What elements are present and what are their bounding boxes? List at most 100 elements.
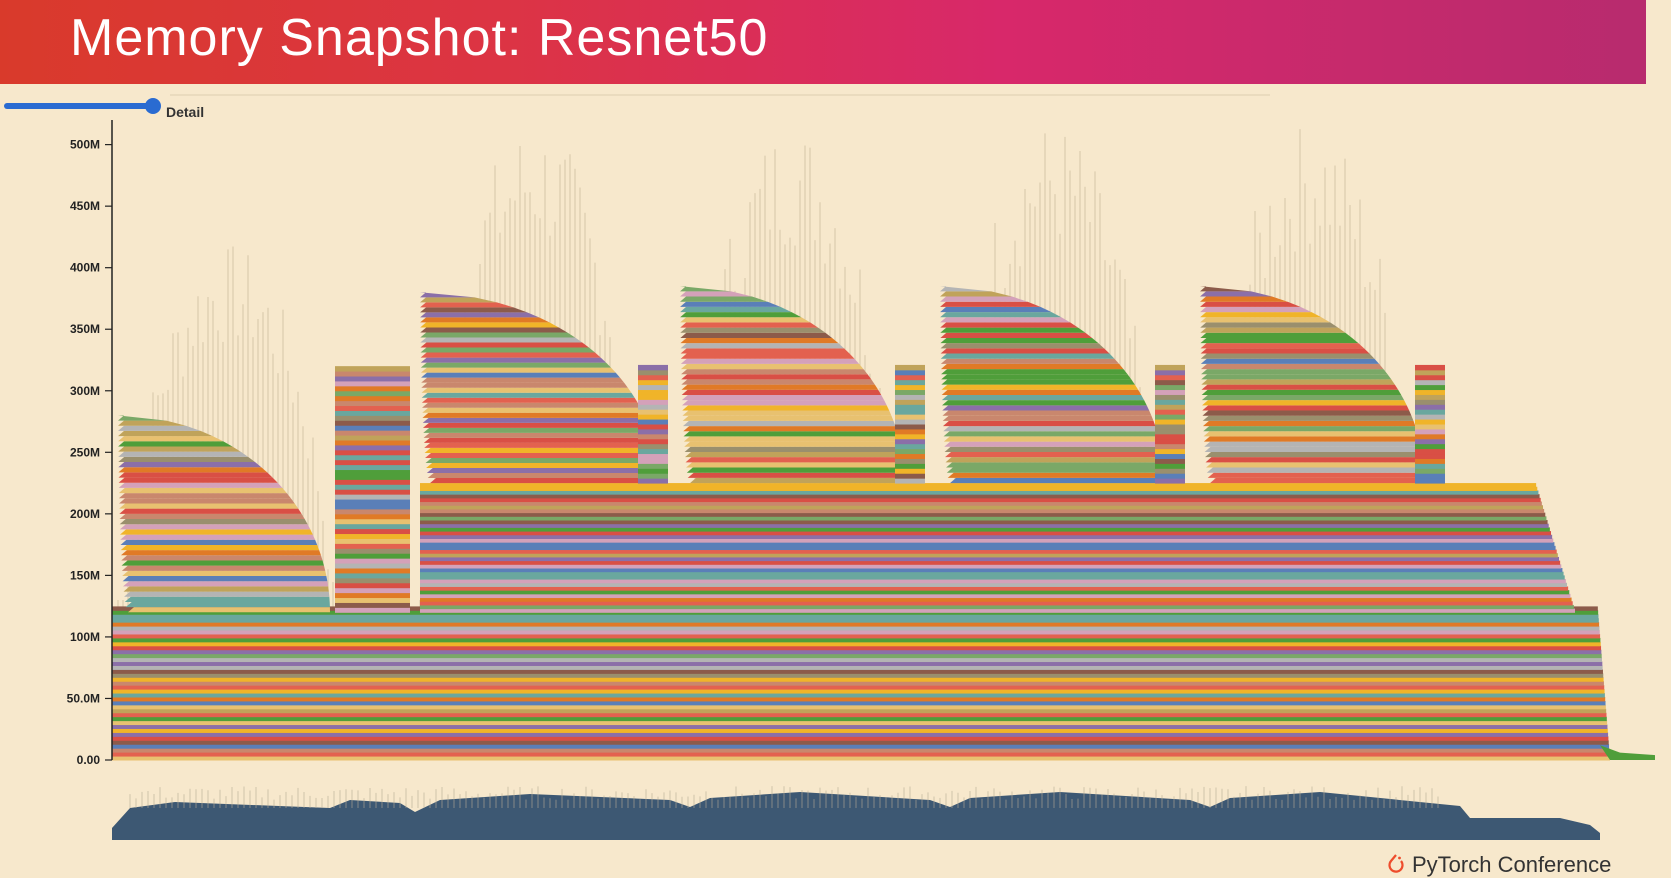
detail-slider-track[interactable] bbox=[4, 103, 154, 109]
activation-band bbox=[335, 469, 410, 475]
activation-band bbox=[335, 553, 410, 559]
activation-band bbox=[638, 473, 668, 479]
activation-band bbox=[1415, 409, 1445, 415]
activation-band bbox=[1155, 458, 1185, 464]
allocation-band bbox=[420, 534, 1553, 539]
activation-band bbox=[1155, 428, 1185, 435]
activation-band bbox=[122, 570, 327, 577]
activation-band bbox=[1155, 379, 1185, 386]
activation-band bbox=[945, 457, 1164, 463]
activation-band bbox=[335, 568, 410, 574]
activation-band bbox=[682, 415, 894, 421]
activation-band bbox=[118, 430, 213, 437]
activation-band bbox=[895, 468, 925, 474]
activation-band bbox=[335, 430, 410, 436]
activation-band bbox=[335, 543, 410, 549]
activation-band bbox=[1415, 419, 1445, 425]
activation-band bbox=[895, 458, 925, 464]
activation-band bbox=[681, 379, 875, 385]
activation-band bbox=[1155, 369, 1185, 376]
allocation-stacks[interactable] bbox=[112, 286, 1655, 761]
activation-band bbox=[680, 358, 860, 364]
activation-band bbox=[895, 428, 925, 435]
allocation-band bbox=[112, 626, 1600, 631]
activation-band bbox=[638, 438, 668, 445]
activation-band bbox=[680, 322, 819, 328]
activation-band bbox=[638, 453, 668, 459]
activation-band bbox=[118, 456, 255, 463]
activation-band bbox=[680, 296, 768, 302]
allocation-band bbox=[112, 661, 1603, 666]
activation-band bbox=[941, 394, 1145, 401]
activation-band bbox=[895, 414, 925, 420]
activation-band bbox=[420, 352, 601, 358]
activation-band bbox=[423, 432, 654, 438]
title-bar-edge bbox=[1646, 0, 1671, 84]
activation-band bbox=[681, 389, 882, 395]
allocation-band bbox=[112, 645, 1602, 651]
allocation-band bbox=[420, 564, 1562, 569]
activation-band bbox=[335, 479, 410, 485]
activation-band bbox=[422, 422, 650, 428]
activation-band bbox=[638, 374, 668, 381]
activation-band bbox=[1155, 404, 1185, 410]
activation-band bbox=[119, 498, 295, 504]
activation-band bbox=[895, 463, 925, 469]
allocation-band bbox=[420, 531, 1551, 536]
activation-band bbox=[335, 395, 410, 402]
activation-band bbox=[1155, 364, 1185, 371]
activation-band bbox=[420, 337, 583, 343]
activation-band bbox=[687, 472, 905, 478]
activation-band bbox=[680, 291, 753, 297]
activation-band bbox=[335, 513, 410, 520]
activation-band bbox=[423, 427, 652, 433]
activation-band bbox=[430, 478, 660, 484]
activation-band bbox=[335, 385, 410, 392]
allocation-band bbox=[112, 637, 1601, 643]
activation-band bbox=[895, 389, 925, 395]
activation-band bbox=[420, 297, 497, 303]
activation-band bbox=[895, 379, 925, 386]
activation-band bbox=[1200, 332, 1353, 338]
activation-band bbox=[1204, 446, 1423, 452]
overview-minimap[interactable] bbox=[112, 786, 1600, 840]
activation-band bbox=[638, 369, 668, 376]
title-bar bbox=[0, 0, 1671, 84]
activation-band bbox=[1415, 389, 1445, 395]
activation-band bbox=[1200, 306, 1312, 313]
activation-band bbox=[941, 389, 1142, 395]
activation-band bbox=[1415, 399, 1445, 405]
activation-band bbox=[335, 597, 410, 603]
activation-band bbox=[335, 449, 410, 456]
activation-band bbox=[638, 463, 668, 469]
activation-band bbox=[1202, 420, 1416, 427]
activation-band bbox=[335, 577, 410, 584]
activation-band bbox=[940, 358, 1120, 364]
activation-band bbox=[950, 477, 1165, 484]
activation-band bbox=[1155, 424, 1185, 430]
allocation-band bbox=[112, 712, 1607, 718]
allocation-band bbox=[420, 571, 1564, 576]
activation-band bbox=[128, 607, 330, 613]
activation-band bbox=[1155, 463, 1185, 469]
activation-band bbox=[945, 451, 1164, 458]
activation-band bbox=[1155, 473, 1185, 479]
activation-band bbox=[335, 425, 410, 431]
activation-band bbox=[895, 453, 925, 459]
activation-band bbox=[422, 407, 644, 413]
activation-band bbox=[940, 317, 1071, 323]
allocation-band bbox=[112, 700, 1606, 706]
y-tick-label: 400M bbox=[70, 261, 100, 275]
activation-band bbox=[1415, 369, 1445, 376]
activation-band bbox=[1155, 414, 1185, 420]
y-tick-label: 200M bbox=[70, 507, 100, 521]
allocation-band bbox=[1600, 745, 1655, 760]
activation-band bbox=[335, 405, 410, 411]
detail-slider-handle[interactable] bbox=[145, 98, 161, 114]
activation-band bbox=[335, 587, 410, 594]
activation-band bbox=[683, 436, 900, 442]
activation-band bbox=[335, 504, 410, 510]
activation-band bbox=[335, 602, 410, 608]
activation-band bbox=[895, 399, 925, 405]
